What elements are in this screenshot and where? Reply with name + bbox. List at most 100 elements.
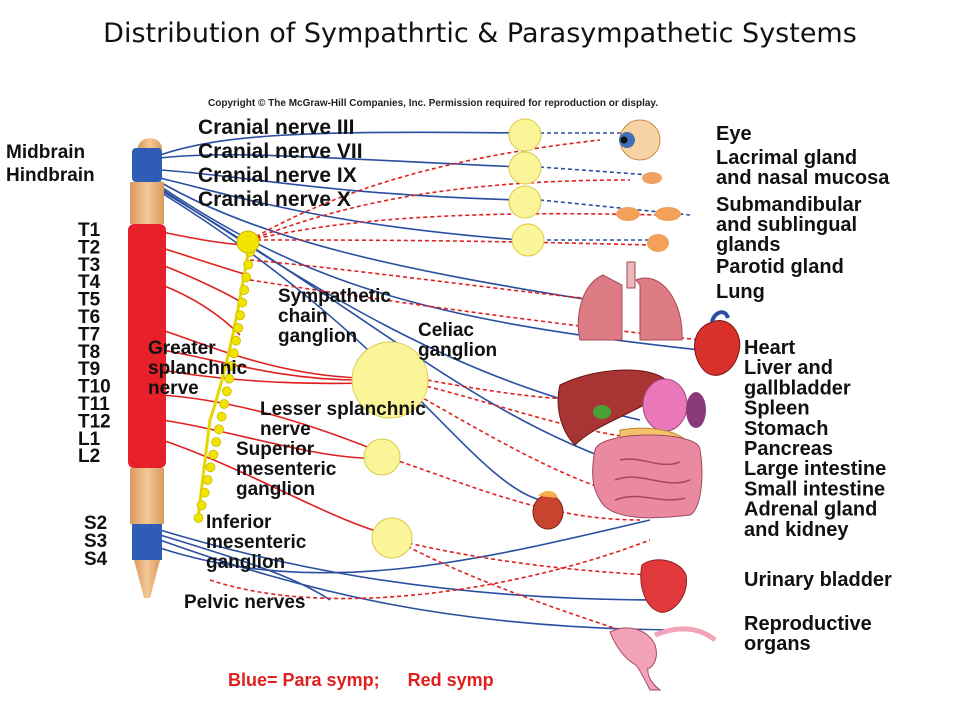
segment-label-t1: T1 xyxy=(78,220,101,241)
parotid-gland-illustration xyxy=(647,234,669,252)
chain-ganglion-bead xyxy=(226,361,237,371)
thoracolumbar-segment xyxy=(128,224,166,468)
segment-label-t5: T5 xyxy=(78,290,101,311)
inferior-mesenteric-ganglion-label: Inferior mesenteric ganglion xyxy=(206,512,307,573)
organ-label-viscera-5: Pancreas xyxy=(744,438,833,460)
svg-text:ganglion: ganglion xyxy=(206,552,285,573)
reproductive-organs-illustration xyxy=(609,626,717,691)
organ-label-lung-0: Lung xyxy=(716,281,765,303)
chain-ganglion-bead xyxy=(208,449,219,460)
lesser-splanchnic-nerve-label: Lesser splanchnic nerve xyxy=(260,399,426,440)
superior-mesenteric-ganglion xyxy=(363,438,401,476)
organ-label-viscera-7: Small intestine xyxy=(744,478,885,500)
eye-illustration xyxy=(619,119,661,161)
segment-label-t3: T3 xyxy=(78,255,100,276)
salivary-glands-illustration xyxy=(616,207,681,221)
svg-text:ganglion: ganglion xyxy=(418,340,497,361)
organ-label-submandibular-2: glands xyxy=(716,234,780,256)
sympathetic-chain xyxy=(193,241,255,523)
svg-text:ganglion: ganglion xyxy=(278,326,357,347)
parasympathetic-postganglionic xyxy=(539,132,691,241)
segment-label-t8: T8 xyxy=(78,342,100,363)
heart-illustration xyxy=(694,310,741,376)
chain-ganglion-bead xyxy=(235,310,246,321)
svg-text:mesenteric: mesenteric xyxy=(236,459,337,480)
submandibular-ganglion xyxy=(508,185,542,219)
segment-label-t10: T10 xyxy=(78,377,111,398)
organ-label-viscera-9: and kidney xyxy=(744,519,849,541)
ganglia xyxy=(236,118,545,559)
urinary-bladder-illustration xyxy=(640,559,687,613)
hindbrain-label: Hindbrain xyxy=(6,165,95,186)
organ-label-viscera-8: Adrenal gland xyxy=(744,499,877,521)
ciliary-ganglion xyxy=(508,118,542,152)
svg-text:nerve: nerve xyxy=(260,419,311,440)
organ-label-submandibular-1: and sublingual xyxy=(716,214,857,236)
diagram-title: Distribution of Sympathrtic & Parasympat… xyxy=(103,18,857,49)
pelvic-nerves-label: Pelvic nerves xyxy=(184,592,305,613)
svg-text:ganglion: ganglion xyxy=(236,479,315,500)
svg-text:mesenteric: mesenteric xyxy=(206,532,307,553)
lacrimal-gland-illustration xyxy=(642,172,662,184)
spinal-cord xyxy=(128,138,166,598)
svg-text:Sympathetic: Sympathetic xyxy=(278,286,391,307)
segment-label-t12: T12 xyxy=(78,411,111,432)
organ-label-viscera-2: gallbladder xyxy=(744,377,851,399)
chain-ganglion-bead xyxy=(216,411,227,422)
greater-splanchnic-nerve-label: Greater splanchnic nerve xyxy=(148,338,248,399)
chain-ganglion-bead xyxy=(228,348,239,359)
organ-label-lacrimal-1: and nasal mucosa xyxy=(716,167,890,189)
sacral-segment xyxy=(132,524,162,560)
svg-text:Superior: Superior xyxy=(236,439,315,460)
chain-ganglion-bead xyxy=(224,373,235,384)
cranial-nerve-label-2: Cranial nerve VII xyxy=(198,140,363,163)
chain-ganglion-bead xyxy=(214,424,224,435)
cranial-nerve-label-4: Cranial nerve X xyxy=(198,188,351,211)
parasympathetic-pelvic-nerves xyxy=(159,519,691,631)
pterygopalatine-ganglion xyxy=(508,151,542,185)
chain-ganglion-bead xyxy=(243,259,254,270)
sympathetic-preganglionic xyxy=(161,231,391,536)
organ-label-viscera-3: Spleen xyxy=(744,398,810,420)
midbrain-label: Midbrain xyxy=(6,142,85,163)
otic-ganglion xyxy=(511,223,545,257)
chain-ganglion-bead xyxy=(239,285,250,295)
color-legend: Blue= Para symp;Red symp xyxy=(228,670,522,691)
celiac-ganglion-label: Celiac ganglion xyxy=(418,320,497,361)
chain-ganglion-bead xyxy=(241,272,252,283)
segment-label-t4: T4 xyxy=(78,272,101,293)
svg-text:Celiac: Celiac xyxy=(418,320,474,341)
segment-label-t11: T11 xyxy=(78,394,110,415)
organ-label-submandibular-0: Submandibular xyxy=(716,194,862,216)
chain-ganglion-bead xyxy=(231,335,241,346)
adrenal-kidney-illustration xyxy=(532,490,564,530)
segment-label-t6: T6 xyxy=(78,307,100,328)
celiac-ganglion xyxy=(351,341,429,419)
organ-label-viscera-1: Liver and xyxy=(744,357,833,379)
chain-ganglion-bead xyxy=(211,437,222,447)
svg-text:chain: chain xyxy=(278,306,328,327)
organ-label-parotid-0: Parotid gland xyxy=(716,256,844,278)
sympathetic-chain-ganglion-label: Sympathetic chain ganglion xyxy=(278,286,391,347)
svg-text:Inferior: Inferior xyxy=(206,512,272,533)
chain-ganglion-bead xyxy=(219,399,230,409)
lung-illustration xyxy=(577,261,683,341)
brainstem-segment xyxy=(132,148,162,182)
chain-ganglion-bead xyxy=(199,487,210,498)
superior-mesenteric-ganglion-label: Superior mesenteric ganglion xyxy=(236,439,337,500)
svg-text:Lesser splanchnic: Lesser splanchnic xyxy=(260,399,426,420)
svg-text:splanchnic: splanchnic xyxy=(148,358,248,379)
superior-cervical-ganglion xyxy=(236,230,260,254)
svg-text:Greater: Greater xyxy=(148,338,216,359)
segment-label-t2: T2 xyxy=(78,237,100,258)
organ-label-lacrimal-0: Lacrimal gland xyxy=(716,147,857,169)
segment-label-t7: T7 xyxy=(78,324,100,345)
organ-label-viscera-0: Heart xyxy=(744,337,795,359)
segment-label-l1: L1 xyxy=(78,429,101,450)
chain-ganglion-bead xyxy=(237,297,248,308)
chain-ganglion-bead xyxy=(196,500,207,511)
